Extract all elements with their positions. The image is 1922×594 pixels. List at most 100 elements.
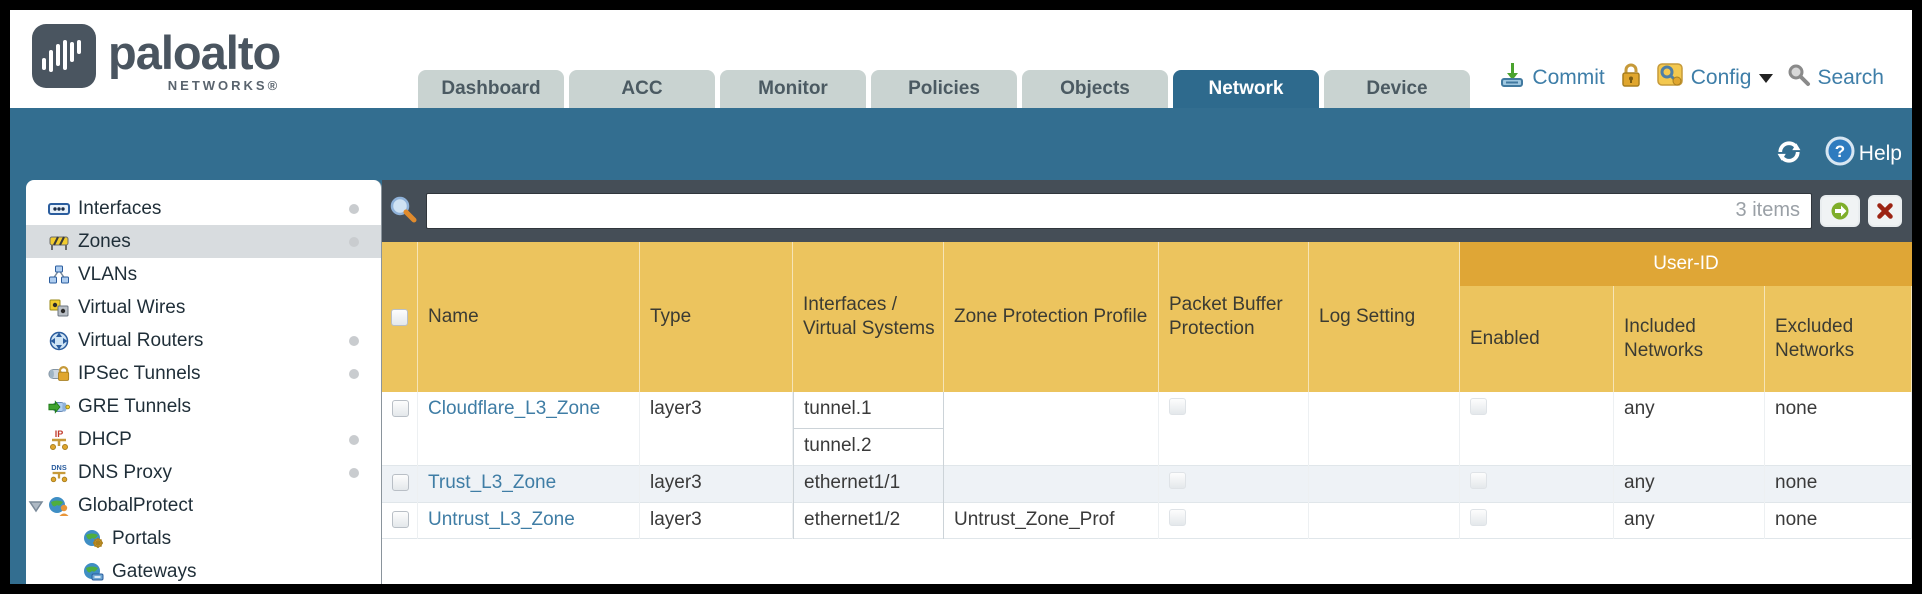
zone-name-link[interactable]: Untrust_L3_Zone [428,509,575,530]
tab-network[interactable]: Network [1173,70,1319,108]
select-all-checkbox[interactable] [391,308,408,326]
column-header-included-networks[interactable]: Included Networks [1614,242,1765,392]
gre-tunnels-icon [48,397,70,417]
status-dot [349,435,359,445]
brand-sub: NETWORKS® [167,78,281,93]
row-select-cell [382,392,418,466]
column-header-excluded-networks[interactable]: Excluded Networks [1765,242,1912,392]
sidebar-item-virtual-routers[interactable]: Virtual Routers [26,324,381,357]
collapse-arrow-icon[interactable] [28,498,44,514]
sidebar-item-label: Virtual Routers [78,329,204,351]
excluded-networks-cell: none [1765,392,1912,466]
column-header-zone-protection-profile[interactable]: Zone Protection Profile [944,242,1159,392]
sidebar-item-ipsec-tunnels[interactable]: IPSec Tunnels [26,357,381,390]
sidebar-item-gateways[interactable]: Gateways [26,555,381,584]
config-menu-button[interactable]: Config [1657,62,1774,94]
network-sidebar: Interfaces Zones VLANs Vir [26,180,382,584]
config-icon [1657,62,1685,94]
column-header-packet-buffer-protection[interactable]: Packet Buffer Protection [1159,242,1309,392]
zone-protection-profile-cell [944,392,1159,466]
paloalto-logo-icon [32,24,96,88]
column-header-enabled[interactable]: Enabled [1460,242,1614,392]
ipsec-tunnels-icon [48,364,70,384]
sidebar-item-label: Zones [78,230,131,252]
log-setting-cell [1309,503,1460,540]
dhcp-icon: IP [48,429,70,450]
zone-interfaces-cell: ethernet1/1 [793,466,944,503]
zone-type-cell: layer3 [640,503,793,540]
paloalto-logo-text: paloalto NETWORKS® [108,24,281,93]
sidebar-item-zones[interactable]: Zones [26,225,381,258]
lock-icon [1619,62,1643,94]
select-all-cell [382,242,418,392]
portals-icon [82,529,104,549]
interfaces-icon [48,199,70,219]
sidebar-item-portals[interactable]: Portals [26,522,381,555]
sidebar-item-label: DHCP [78,428,132,450]
main-area: Interfaces Zones VLANs Vir [10,180,1912,584]
tab-objects[interactable]: Objects [1022,70,1168,108]
tab-device[interactable]: Device [1324,70,1470,108]
svg-text:?: ? [1835,142,1845,161]
sidebar-item-label: GRE Tunnels [78,395,191,417]
excluded-networks-cell: none [1765,503,1912,540]
sidebar-item-dhcp[interactable]: IP DHCP [26,423,381,456]
search-label: Search [1817,66,1884,89]
sidebar-item-gre-tunnels[interactable]: GRE Tunnels [26,390,381,423]
row-checkbox[interactable] [392,474,409,491]
main-nav-tabs: Dashboard ACC Monitor Policies Objects N… [418,70,1470,108]
commit-button[interactable]: Commit [1500,62,1605,94]
search-button[interactable]: Search [1787,63,1884,93]
sidebar-item-interfaces[interactable]: Interfaces [26,192,381,225]
row-checkbox[interactable] [392,511,409,528]
sidebar-item-globalprotect[interactable]: GlobalProtect [26,489,381,522]
packet-buffer-protection-checkbox[interactable] [1169,509,1186,526]
vlans-icon [48,265,70,285]
sidebar-item-vlans[interactable]: VLANs [26,258,381,291]
virtual-routers-icon [48,331,70,351]
config-label: Config [1690,66,1752,89]
gateways-icon [82,562,104,582]
row-checkbox[interactable] [392,400,409,417]
content-filler [382,539,1912,584]
interface-item: tunnel.1 [794,392,943,429]
column-header-name[interactable]: Name [418,242,640,392]
interface-item: ethernet1/1 [804,472,901,493]
sidebar-item-label: DNS Proxy [78,461,172,483]
zone-name-link[interactable]: Cloudflare_L3_Zone [428,398,601,419]
help-button[interactable]: ? Help [1825,136,1902,172]
column-header-type[interactable]: Type [640,242,793,392]
user-id-group-header: User-ID [1460,242,1912,286]
zone-name-cell: Untrust_L3_Zone [418,503,640,540]
column-header-log-setting[interactable]: Log Setting [1309,242,1460,392]
sidebar-item-dns-proxy[interactable]: DNS DNS Proxy [26,456,381,489]
sidebar-item-virtual-wires[interactable]: Virtual Wires [26,291,381,324]
top-actions: Commit [1500,62,1884,94]
sidebar-item-label: Virtual Wires [78,296,186,318]
lock-button[interactable] [1619,62,1643,94]
zones-content: 3 items User-ID Name Type Interfaces / V… [382,180,1912,584]
packet-buffer-protection-checkbox[interactable] [1169,472,1186,489]
tab-monitor[interactable]: Monitor [720,70,866,108]
apply-filter-button[interactable] [1820,195,1860,227]
row-select-cell [382,466,418,503]
zone-name-link[interactable]: Trust_L3_Zone [428,472,557,493]
log-setting-cell [1309,466,1460,503]
user-id-enabled-checkbox[interactable] [1470,509,1487,526]
column-header-interfaces[interactable]: Interfaces / Virtual Systems [793,242,944,392]
tab-acc[interactable]: ACC [569,70,715,108]
user-id-enabled-checkbox[interactable] [1470,398,1487,415]
packet-buffer-protection-cell [1159,392,1309,466]
refresh-icon[interactable] [1775,138,1803,171]
user-id-enabled-checkbox[interactable] [1470,472,1487,489]
tab-dashboard[interactable]: Dashboard [418,70,564,108]
sidebar-item-label: Portals [112,527,172,549]
filter-search-icon [388,194,418,229]
packet-buffer-protection-checkbox[interactable] [1169,398,1186,415]
excluded-networks-cell: none [1765,466,1912,503]
clear-filter-button[interactable] [1868,195,1902,227]
interface-item: tunnel.2 [804,435,872,456]
chevron-down-icon [1759,73,1774,83]
tab-policies[interactable]: Policies [871,70,1017,108]
filter-input[interactable] [426,193,1812,229]
